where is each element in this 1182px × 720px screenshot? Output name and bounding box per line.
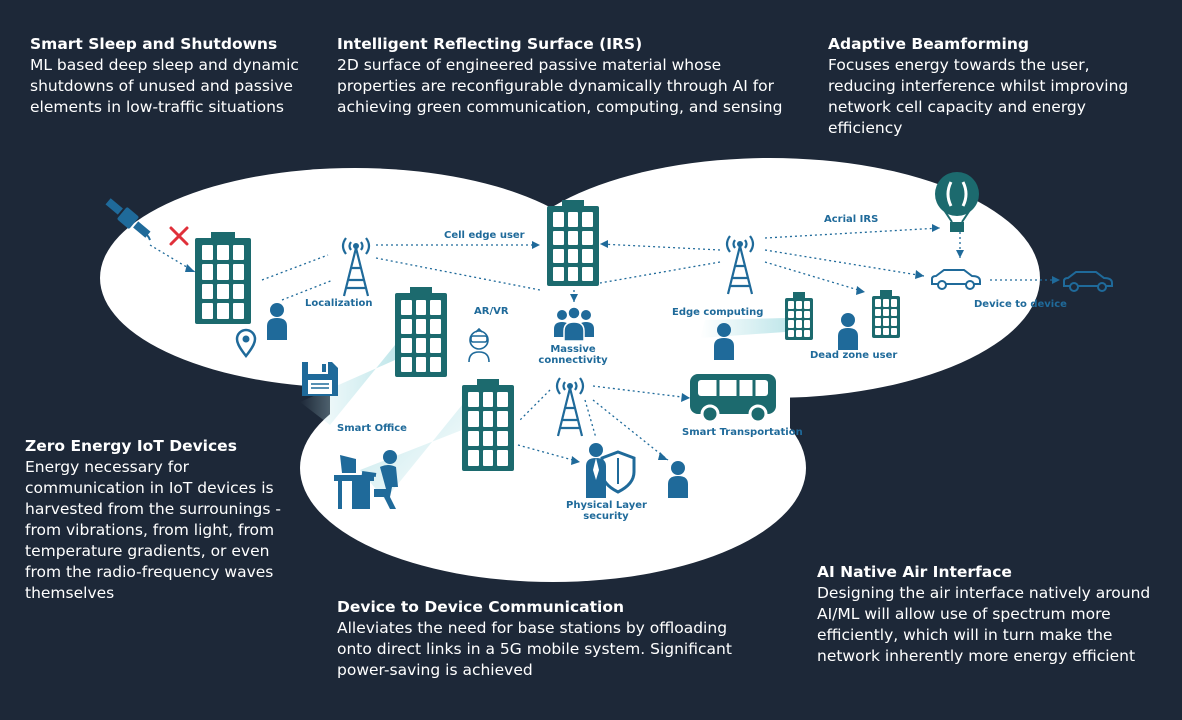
ar-vr-label: AR/VR (474, 306, 509, 317)
building-icon (462, 379, 514, 471)
cell-edge-user-label: Cell edge user (444, 230, 525, 241)
user-icon (668, 461, 688, 498)
aerial-irs-label: Acrial IRS (824, 214, 879, 225)
panel-title: Smart Sleep and Shutdowns (30, 35, 278, 53)
panel-title: Device to Device Communication (337, 598, 624, 616)
panel-line: ML based deep sleep and dynamic (30, 56, 299, 74)
floppy-disk-icon (302, 362, 338, 396)
panel-line: achieving green communication, computing… (337, 98, 783, 116)
cell-tower-icon (341, 237, 371, 297)
building-icon (195, 232, 251, 324)
panel-title: Intelligent Reflecting Surface (IRS) (337, 35, 643, 53)
physical-layer-security-line: security (583, 511, 629, 522)
small-building-icon (872, 290, 900, 338)
dead-zone-user-label: Dead zone user (810, 350, 898, 361)
disabled-cross-icon (169, 226, 189, 246)
panel-line: Alleviates the need for base stations by… (337, 619, 728, 637)
small-building-icon (785, 292, 813, 340)
panel-line: from vibrations, from light, from (25, 521, 275, 539)
panel-line: efficiently, which will in turn make the (817, 626, 1113, 644)
bus-icon (690, 374, 776, 424)
smart-sleep-panel: Smart Sleep and Shutdowns ML based deep … (30, 34, 299, 118)
building-icon (547, 200, 599, 286)
user-icon (714, 323, 734, 360)
security-guard-shield-icon (586, 443, 636, 498)
massive-connectivity-label: Massive connectivity (538, 344, 608, 366)
panel-line: shutdowns of unused and passive (30, 77, 293, 95)
smart-transportation-label: Smart Transportation (682, 427, 803, 438)
physical-layer-security-line: Physical Layer (566, 500, 647, 511)
device-to-device-label: Device to device (974, 299, 1067, 310)
car-icon (931, 269, 981, 290)
physical-layer-security-label: Physical Layer security (566, 500, 647, 522)
irs-panel: Intelligent Reflecting Surface (IRS) 2D … (337, 34, 782, 118)
panel-line: reducing interference whilst improving (828, 77, 1129, 95)
cell-tower-icon (555, 377, 585, 437)
panel-line: power-saving is achieved (337, 661, 533, 679)
panel-line: Energy necessary for (25, 458, 190, 476)
panel-line: temperature gradients, or even (25, 542, 270, 560)
edge-computing-label: Edge computing (672, 307, 764, 318)
zero-energy-panel: Zero Energy IoT Devices Energy necessary… (25, 436, 281, 604)
user-icon (838, 313, 858, 350)
smart-office-label: Smart Office (337, 423, 407, 434)
vr-headset-user-icon (468, 328, 490, 362)
user-icon (267, 303, 287, 340)
panel-line: 2D surface of engineered passive materia… (337, 56, 722, 74)
location-pin-icon (235, 328, 257, 358)
cell-tower-icon (725, 235, 755, 295)
panel-title: Adaptive Beamforming (828, 35, 1029, 53)
localization-label: Localization (305, 298, 373, 309)
panel-line: network cell capacity and energy (828, 98, 1086, 116)
panel-line: properties are reconfigurable dynamicall… (337, 77, 775, 95)
balloon-irs-icon (935, 172, 979, 232)
car-icon (1063, 271, 1113, 292)
office-desk-user-icon (334, 450, 398, 509)
panel-line: AI/ML will allow use of spectrum more (817, 605, 1111, 623)
panel-line: onto direct links in a 5G mobile system.… (337, 640, 732, 658)
panel-line: harvested from the surrounings - (25, 500, 281, 518)
building-icon (395, 287, 447, 377)
panel-title: AI Native Air Interface (817, 563, 1012, 581)
ai-native-panel: AI Native Air Interface Designing the ai… (817, 562, 1150, 667)
massive-connectivity-line: connectivity (538, 355, 608, 366)
panel-line: communication in IoT devices is (25, 479, 274, 497)
d2d-panel: Device to Device Communication Alleviate… (337, 597, 732, 681)
panel-line: themselves (25, 584, 115, 602)
panel-line: Designing the air interface natively aro… (817, 584, 1151, 602)
satellite-icon (105, 198, 151, 241)
beamforming-panel: Adaptive Beamforming Focuses energy towa… (828, 34, 1128, 139)
panel-title: Zero Energy IoT Devices (25, 437, 237, 455)
panel-line: from the radio-frequency waves (25, 563, 274, 581)
panel-line: elements in low-traffic situations (30, 98, 284, 116)
panel-line: network inherently more energy efficient (817, 647, 1136, 665)
panel-line: efficiency (828, 119, 903, 137)
user-group-icon (554, 306, 594, 341)
massive-connectivity-line: Massive (550, 344, 596, 355)
panel-line: Focuses energy towards the user, (828, 56, 1090, 74)
